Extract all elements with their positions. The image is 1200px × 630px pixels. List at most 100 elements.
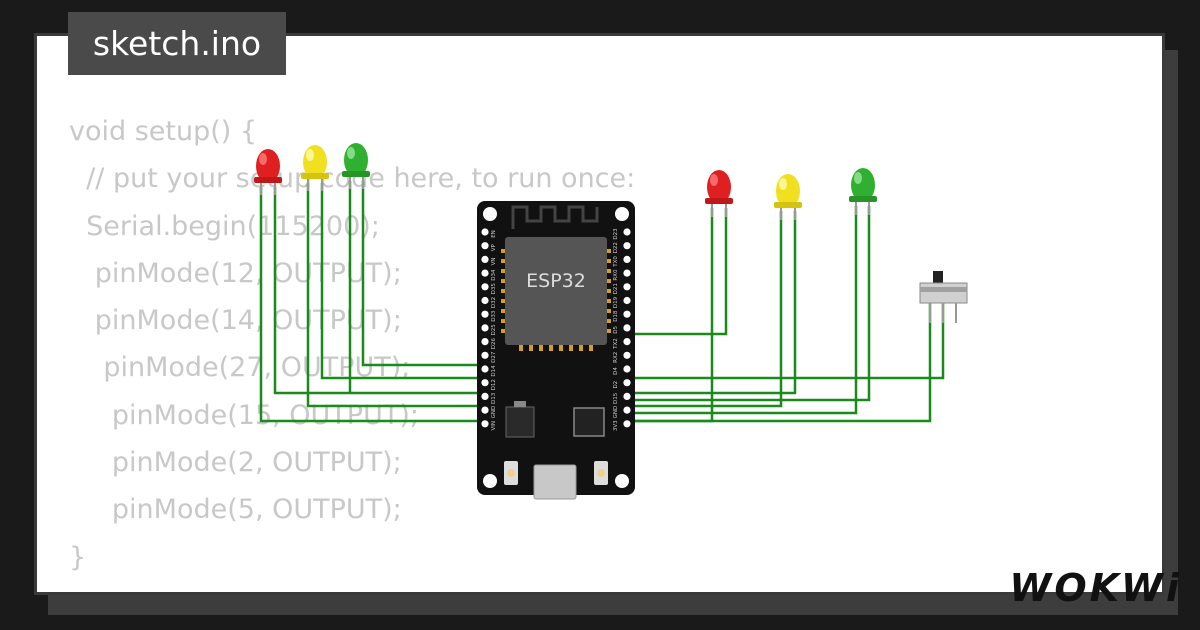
pin-hole[interactable] xyxy=(481,392,489,400)
pin-hole[interactable] xyxy=(623,365,631,373)
pin-hole[interactable] xyxy=(481,228,489,236)
pin-label: D26 xyxy=(491,337,497,349)
pin-hole[interactable] xyxy=(481,242,489,250)
pin-label: 3V3 xyxy=(613,420,619,431)
code-line: Serial.begin(115200); xyxy=(69,210,380,242)
pin-hole[interactable] xyxy=(623,338,631,346)
code-line: pinMode(12, OUTPUT); xyxy=(69,257,402,289)
pin-hole[interactable] xyxy=(481,324,489,332)
pin-label: D18 xyxy=(613,310,619,322)
pin-hole[interactable] xyxy=(623,269,631,277)
wire xyxy=(306,183,485,408)
pin-label: VIN xyxy=(491,421,497,431)
pin-label: D32 xyxy=(491,297,497,308)
pin-label: TX2 xyxy=(613,338,619,350)
pin-label: D21 xyxy=(613,283,619,294)
pin-hole[interactable] xyxy=(623,351,631,359)
pin-label: D35 xyxy=(491,283,497,295)
right-pin-header xyxy=(623,228,631,428)
pin-label: D25 xyxy=(491,324,497,336)
pin-label: D33 xyxy=(491,310,497,322)
pin-label: D19 xyxy=(613,296,619,308)
wire xyxy=(627,211,797,395)
pin-label: GND xyxy=(613,406,619,419)
pin-label: RX2 xyxy=(613,352,619,363)
led-red-2[interactable] xyxy=(705,170,733,217)
wires xyxy=(259,181,945,423)
pin-hole[interactable] xyxy=(623,310,631,318)
pin-hole[interactable] xyxy=(481,379,489,387)
led-yellow-2[interactable] xyxy=(774,174,802,220)
pin-label: D12 xyxy=(491,379,497,390)
code-line: pinMode(2, OUTPUT); xyxy=(69,447,402,479)
pin-hole[interactable] xyxy=(481,296,489,305)
wire xyxy=(259,187,485,423)
wire xyxy=(627,206,858,415)
pin-hole[interactable] xyxy=(623,296,631,305)
pin-hole[interactable] xyxy=(623,406,631,414)
chip-label: ESP32 xyxy=(526,270,586,292)
pin-label: VP xyxy=(491,243,497,251)
pin-label: EN xyxy=(491,230,497,238)
pin-hole[interactable] xyxy=(481,338,489,346)
pin-hole[interactable] xyxy=(623,283,631,291)
boot-button[interactable] xyxy=(504,461,518,485)
pin-hole[interactable] xyxy=(481,351,489,359)
pin-hole[interactable] xyxy=(481,310,489,318)
preview-card: void setup() { // put your setup code he… xyxy=(34,33,1165,595)
wire xyxy=(627,208,728,336)
pin-label: RX0 xyxy=(613,269,619,281)
pin-hole[interactable] xyxy=(481,406,489,414)
pin-hole[interactable] xyxy=(623,392,631,400)
wire xyxy=(273,187,485,395)
wire xyxy=(627,211,783,408)
pin-label: D15 xyxy=(613,392,619,404)
pin-hole[interactable] xyxy=(623,420,631,428)
usb-port xyxy=(533,464,577,500)
pin-label: D27 xyxy=(491,351,497,363)
sketch-tab[interactable]: sketch.ino xyxy=(68,12,286,75)
code-line: } xyxy=(69,541,87,573)
pin-hole[interactable] xyxy=(481,283,489,291)
pin-label: D34 xyxy=(491,269,497,281)
code-line: pinMode(5, OUTPUT); xyxy=(69,494,402,526)
slide-switch[interactable] xyxy=(919,271,968,323)
led-green-2[interactable] xyxy=(849,168,877,215)
esp32-board[interactable]: ESP32 ENVPVND34D35D32D33D25D26D27D14D12D… xyxy=(477,201,635,500)
pin-hole[interactable] xyxy=(481,269,489,277)
wire xyxy=(320,183,485,380)
pin-label: D22 xyxy=(613,242,619,253)
wokwi-logo: WOKWi xyxy=(1009,566,1182,610)
pin-hole[interactable] xyxy=(481,420,489,428)
wire xyxy=(361,181,485,367)
pin-hole[interactable] xyxy=(481,365,489,373)
led-red-1[interactable] xyxy=(254,149,282,195)
pin-label: D14 xyxy=(491,365,497,377)
pin-label: D23 xyxy=(613,228,619,240)
wire xyxy=(627,303,932,423)
pin-hole[interactable] xyxy=(623,228,631,236)
pin-label: TX0 xyxy=(613,256,619,268)
pin-label: VN xyxy=(491,257,497,265)
circuit-diagram: ESP32 ENVPVND34D35D32D33D25D26D27D14D12D… xyxy=(254,143,968,500)
pin-hole[interactable] xyxy=(623,255,631,263)
wire xyxy=(627,206,871,402)
pin-label: GND xyxy=(491,406,497,419)
pin-label: D2 xyxy=(613,381,619,389)
code-line: pinMode(14, OUTPUT); xyxy=(69,305,402,337)
led-yellow-1[interactable] xyxy=(301,145,329,191)
left-pin-header xyxy=(481,228,489,428)
pin-label: D4 xyxy=(613,367,619,375)
pin-label: D13 xyxy=(491,392,497,404)
pin-hole[interactable] xyxy=(623,242,631,250)
right-pin-labels: D23D22TX0RX0D21D19D18D5TX2RX2D4D2D15GND3… xyxy=(613,228,619,431)
wire xyxy=(627,208,714,423)
pin-hole[interactable] xyxy=(623,379,631,387)
pin-hole[interactable] xyxy=(623,324,631,332)
reset-button[interactable] xyxy=(594,461,608,485)
pin-label: D5 xyxy=(613,326,619,334)
wire xyxy=(627,303,945,380)
pin-hole[interactable] xyxy=(481,255,489,263)
led-green-1[interactable] xyxy=(342,143,370,189)
